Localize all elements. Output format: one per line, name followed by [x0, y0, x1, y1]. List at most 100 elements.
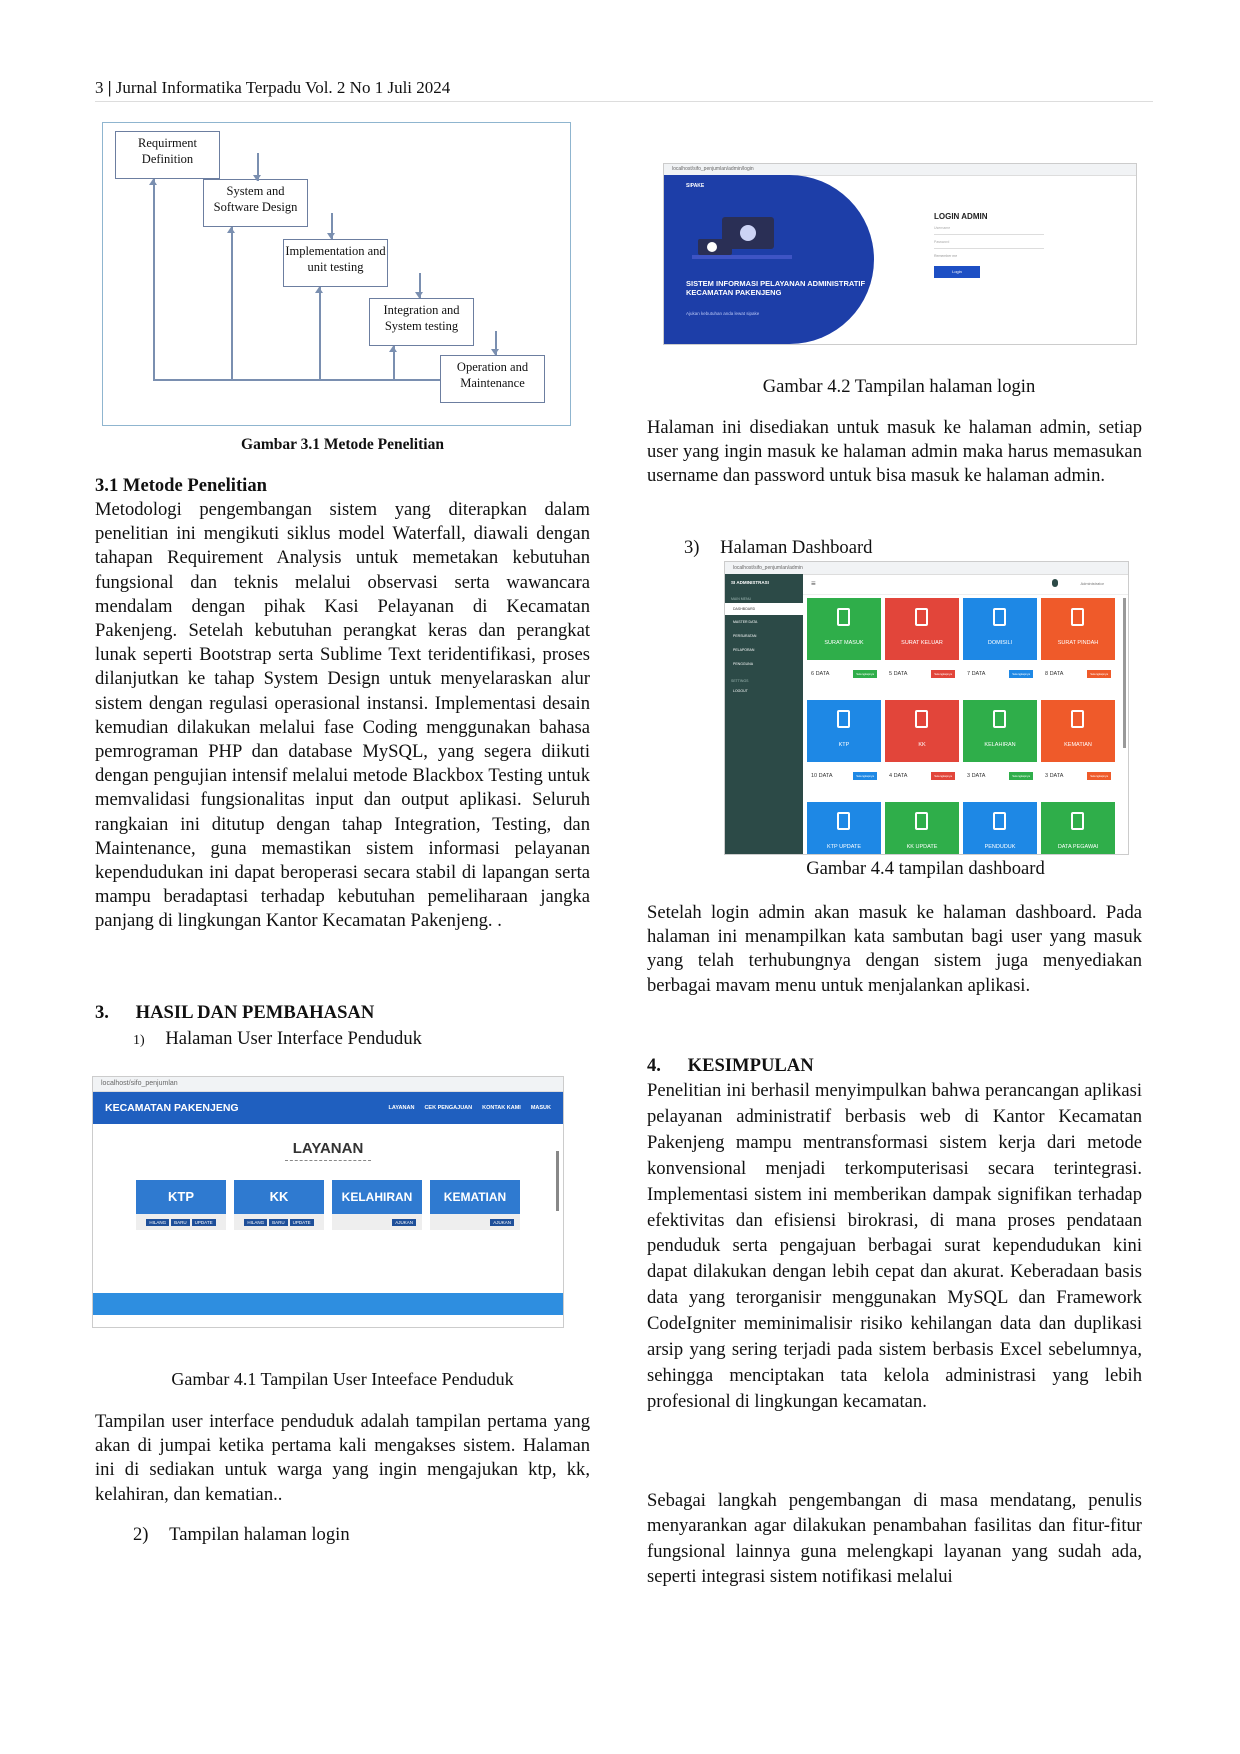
screenshot-dashboard: localhost/sifo_penjumlan/admin SI ADMINI…	[724, 561, 1129, 855]
tile-label: KK UPDATE	[906, 844, 938, 850]
site-brand[interactable]: KECAMATAN PAKENJENG	[105, 1102, 239, 1114]
wf-arrow-up	[315, 287, 323, 293]
scrollbar[interactable]	[1123, 598, 1126, 748]
tile-header: SURAT MASUK	[807, 598, 881, 660]
username-placeholder: Username	[934, 226, 951, 230]
wf-arrow-up	[149, 179, 157, 185]
tile-footer: 10 DATA Selengkapnya	[807, 762, 881, 790]
sidebar-item-master-data[interactable]: MASTER DATA	[733, 620, 758, 624]
avatar[interactable]	[1052, 579, 1058, 587]
selengkapnya-button[interactable]: Selengkapnya	[1009, 772, 1033, 780]
nav-kontak-kami[interactable]: KONTAK KAMI	[482, 1105, 521, 1111]
site-navbar: KECAMATAN PAKENJENG LAYANAN CEK PENGAJUA…	[93, 1092, 563, 1124]
header-rule	[95, 101, 1153, 102]
username-field[interactable]: Username	[934, 226, 1044, 235]
selengkapnya-button[interactable]: Selengkapnya	[1087, 772, 1111, 780]
tile-header: KK UPDATE	[885, 802, 959, 854]
ktp-hilang-button[interactable]: HILANG	[146, 1218, 170, 1226]
paragraph-4-2: Halaman ini disediakan untuk masuk ke ha…	[647, 417, 1142, 487]
sidebar-item-pengguna[interactable]: PENGGUNA	[733, 662, 754, 666]
list-item-3: 3) Halaman Dashboard	[684, 537, 872, 559]
selengkapnya-button[interactable]: Selengkapnya	[853, 670, 877, 678]
kelahiran-ajukan-button[interactable]: AJUKAN	[392, 1218, 416, 1226]
paragraph-4-1: Tampilan user interface penduduk adalah …	[95, 1411, 590, 1505]
selengkapnya-button[interactable]: Selengkapnya	[853, 772, 877, 780]
ktp-update-button[interactable]: UPDATE	[191, 1218, 216, 1226]
remember-checkbox[interactable]: Remember me	[934, 254, 957, 258]
tile-count: 3 DATA	[967, 773, 986, 779]
list-item-1: 1) Halaman User Interface Penduduk	[133, 1028, 422, 1050]
selengkapnya-button[interactable]: Selengkapnya	[931, 670, 955, 678]
sidebar-item-pelaporan[interactable]: PELAPORAN	[733, 648, 755, 652]
tile-label: SURAT PINDAH	[1057, 640, 1099, 646]
tile-count: 10 DATA	[811, 773, 833, 779]
section-title: HASIL DAN PEMBAHASAN	[135, 1002, 375, 1023]
browser-address-bar: localhost/sifo_penjumlan/admin/login	[664, 164, 1136, 176]
figure-caption-3-1: Gambar 3.1 Metode Penelitian	[241, 436, 444, 453]
dashboard-tile[interactable]: KTP UPDATE	[807, 802, 881, 854]
nav-cek-pengajuan[interactable]: CEK PENGAJUAN	[424, 1105, 473, 1111]
wf-feedback-line	[231, 227, 233, 379]
section-heading-4: 4. KESIMPULAN	[647, 1055, 814, 1077]
wf-arrow-down	[253, 175, 261, 181]
ktp-baru-button[interactable]: BARU	[171, 1218, 190, 1226]
card-kk[interactable]: KK HILANG BARU UPDATE	[234, 1180, 324, 1230]
sidebar-item-dashboard[interactable]: DASHBOARD	[725, 603, 803, 615]
wf-connector	[331, 213, 333, 239]
tile-icon	[915, 608, 928, 626]
figure-caption-4-2: Gambar 4.2 Tampilan halaman login	[762, 376, 1036, 397]
url-text: localhost/sifo_penjumlan	[101, 1080, 178, 1087]
wf-step-implementation: Implementation and unit testing	[283, 239, 388, 287]
user-name[interactable]: Administrator	[1080, 581, 1104, 586]
hamburger-icon[interactable]: ≡	[811, 579, 816, 588]
tile-icon	[1071, 608, 1084, 626]
dashboard-sidebar: SI ADMINISTRASI MAIN MENU DASHBOARD MAST…	[725, 574, 803, 854]
sidebar-section-header: SETTINGS	[731, 679, 749, 683]
selengkapnya-button[interactable]: Selengkapnya	[1009, 670, 1033, 678]
site-footer-band	[93, 1293, 563, 1315]
sidebar-item-persuratan[interactable]: PERSURATAN	[733, 634, 757, 638]
card-kelahiran[interactable]: KELAHIRAN AJUKAN	[332, 1180, 422, 1230]
scrollbar[interactable]	[556, 1151, 559, 1211]
tile-icon	[1071, 710, 1084, 728]
tile-footer: 3 DATA Selengkapnya	[963, 762, 1037, 790]
login-button[interactable]: Login	[934, 266, 980, 278]
card-label: KK	[234, 1180, 324, 1214]
list-text: Halaman User Interface Penduduk	[165, 1028, 422, 1049]
nav-masuk[interactable]: MASUK	[530, 1105, 551, 1111]
waterfall-diagram: Requirment Definition System and Softwar…	[102, 122, 571, 426]
dashboard-tile[interactable]: KK UPDATE	[885, 802, 959, 854]
section-number: 3.	[95, 1002, 109, 1023]
sidebar-item-logout[interactable]: LOGOUT	[733, 689, 748, 693]
selengkapnya-button[interactable]: Selengkapnya	[1087, 670, 1111, 678]
dashboard-tile[interactable]: DATA PEGAWAI	[1041, 802, 1115, 854]
password-field[interactable]: Password	[934, 240, 1044, 249]
title-underline	[285, 1160, 371, 1162]
card-ktp[interactable]: KTP HILANG BARU UPDATE	[136, 1180, 226, 1230]
kematian-ajukan-button[interactable]: AJUKAN	[490, 1218, 514, 1226]
dashboard-tile[interactable]: PENDUDUK	[963, 802, 1037, 854]
browser-address-bar: localhost/sifo_penjumlan	[93, 1077, 563, 1092]
kk-baru-button[interactable]: BARU	[269, 1218, 288, 1226]
sidebar-brand: SI ADMINISTRASI	[731, 580, 769, 585]
layanan-title: LAYANAN	[292, 1140, 364, 1157]
kk-update-button[interactable]: UPDATE	[289, 1218, 314, 1226]
tile-icon	[837, 710, 850, 728]
login-brand: SIPAKE	[686, 183, 705, 189]
nav-layanan[interactable]: LAYANAN	[388, 1105, 415, 1111]
selengkapnya-button[interactable]: Selengkapnya	[931, 772, 955, 780]
login-tagline: Ajukan kebutuhan anda lewat sipake	[686, 311, 760, 316]
kk-hilang-button[interactable]: HILANG	[244, 1218, 268, 1226]
card-kematian[interactable]: KEMATIAN AJUKAN	[430, 1180, 520, 1230]
conclusion-paragraph-1: Penelitian ini berhasil menyimpulkan bah…	[647, 1080, 1142, 1412]
